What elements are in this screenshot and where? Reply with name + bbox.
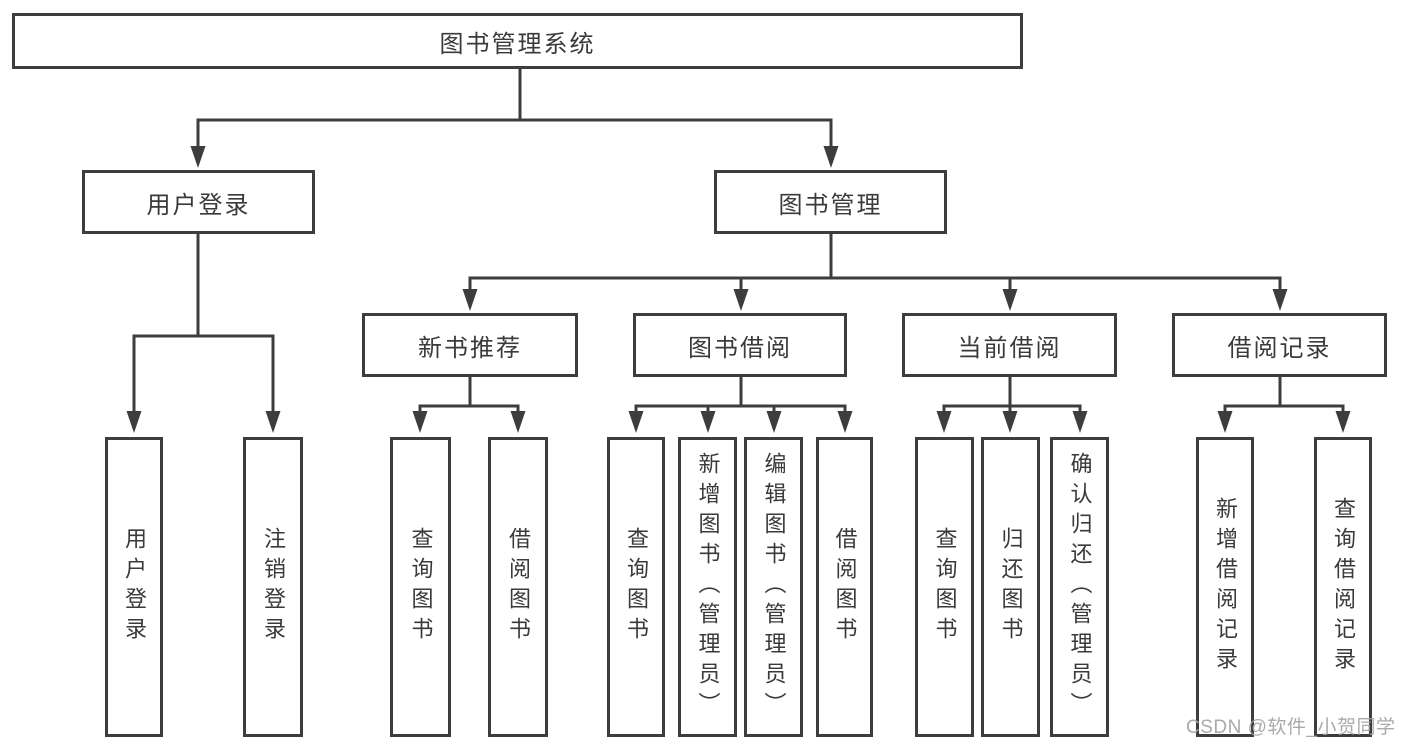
connector-root-to-level2: [190, 69, 839, 168]
leaf-logout-label: 注销登录: [261, 527, 286, 647]
leaf-query-borrow-record: 查询借阅记录: [1314, 437, 1372, 737]
leaf-borrow-books-recommend-label: 借阅图书: [506, 527, 531, 647]
arrow-down-icon: [190, 146, 206, 168]
arrow-down-icon: [412, 411, 428, 433]
csdn-watermark: CSDN @软件_小贺同学: [1186, 717, 1396, 738]
leaf-confirm-return-admin: 确认归还（管理员）: [1050, 437, 1109, 737]
connector-book-management-to-level3: [462, 234, 1288, 311]
arrow-down-icon: [700, 411, 716, 433]
leaf-borrow-books: 借阅图书: [816, 437, 873, 737]
connector-user-login-to-leaves: [126, 234, 281, 433]
arrow-down-icon: [510, 411, 526, 433]
arrow-down-icon: [837, 411, 853, 433]
leaf-return-books: 归还图书: [981, 437, 1040, 737]
leaf-add-books-admin: 新增图书（管理员）: [678, 437, 737, 737]
leaf-query-books-borrow-label: 查询图书: [624, 527, 649, 647]
node-root: 图书管理系统: [12, 13, 1023, 69]
leaf-edit-books-admin-label: 编辑图书（管理员）: [761, 452, 787, 722]
arrow-down-icon: [733, 289, 749, 311]
node-new-book-recommend: 新书推荐: [362, 313, 578, 377]
node-book-borrow: 图书借阅: [633, 313, 847, 377]
arrow-down-icon: [766, 411, 782, 433]
leaf-query-books-current: 查询图书: [915, 437, 974, 737]
leaf-query-books-recommend: 查询图书: [390, 437, 451, 737]
connector-book-borrow-to-leaves: [628, 377, 853, 433]
arrow-down-icon: [936, 411, 952, 433]
arrow-down-icon: [1272, 289, 1288, 311]
connector-borrow-records-to-leaves: [1217, 377, 1351, 433]
arrow-down-icon: [1217, 411, 1233, 433]
node-book-management-label: 图书管理: [778, 191, 883, 219]
arrow-down-icon: [1002, 411, 1018, 433]
leaf-user-login: 用户登录: [105, 437, 163, 737]
node-borrow-records-label: 借阅记录: [1227, 334, 1332, 362]
leaf-user-login-label: 用户登录: [122, 527, 147, 647]
leaf-logout: 注销登录: [243, 437, 303, 737]
leaf-borrow-books-label: 借阅图书: [832, 527, 858, 647]
leaf-confirm-return-admin-label: 确认归还（管理员）: [1067, 452, 1093, 722]
arrow-down-icon: [628, 411, 644, 433]
arrow-down-icon: [1072, 411, 1088, 433]
node-book-management: 图书管理: [714, 170, 947, 234]
node-new-book-recommend-label: 新书推荐: [418, 334, 522, 362]
arrow-down-icon: [1002, 289, 1018, 311]
arrow-down-icon: [462, 289, 478, 311]
leaf-add-borrow-record-label: 新增借阅记录: [1213, 497, 1238, 677]
arrow-down-icon: [265, 411, 281, 433]
node-user-login-label: 用户登录: [146, 191, 251, 219]
leaf-return-books-label: 归还图书: [998, 527, 1024, 647]
node-user-login: 用户登录: [82, 170, 315, 234]
node-current-borrow: 当前借阅: [902, 313, 1117, 377]
leaf-edit-books-admin: 编辑图书（管理员）: [744, 437, 803, 737]
node-current-borrow-label: 当前借阅: [957, 334, 1062, 362]
leaf-query-books-current-label: 查询图书: [932, 527, 958, 647]
leaf-query-borrow-record-label: 查询借阅记录: [1331, 497, 1356, 677]
leaf-query-books-borrow: 查询图书: [607, 437, 665, 737]
node-borrow-records: 借阅记录: [1172, 313, 1387, 377]
node-root-label: 图书管理系统: [439, 30, 596, 58]
arrow-down-icon: [1335, 411, 1351, 433]
arrow-down-icon: [126, 411, 142, 433]
connector-current-borrow-to-leaves: [936, 377, 1088, 433]
node-book-borrow-label: 图书借阅: [688, 334, 792, 362]
leaf-add-books-admin-label: 新增图书（管理员）: [695, 452, 721, 722]
leaf-query-books-recommend-label: 查询图书: [408, 527, 434, 647]
leaf-add-borrow-record: 新增借阅记录: [1196, 437, 1254, 737]
arrow-down-icon: [823, 146, 839, 168]
leaf-borrow-books-recommend: 借阅图书: [488, 437, 548, 737]
connector-new-book-to-leaves: [412, 377, 526, 433]
